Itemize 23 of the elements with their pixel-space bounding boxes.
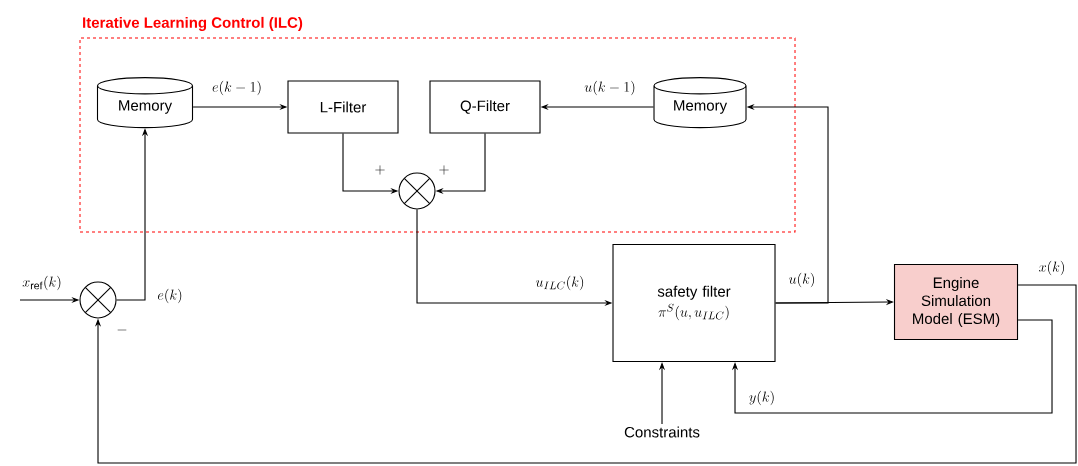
edge-label: $e(k)$ — [156, 287, 184, 305]
summing-junction — [79, 281, 117, 319]
edge-label: $+$ — [437, 164, 451, 176]
model-box: Engine Simulation Model (ESM) — [893, 263, 1019, 341]
edge-label: $y(k)$ — [747, 389, 777, 407]
memory-cylinder: Memory — [653, 77, 747, 129]
input-text: Constraints — [624, 426, 700, 438]
filter-box: L-Filter — [287, 80, 399, 134]
sign-label: $-$ — [117, 329, 127, 331]
node-label: Iterative Learning Control (ILC) — [83, 16, 303, 31]
arrow — [731, 319, 1053, 414]
edge-label: $x_{\mathrm{ref}}(k)$ — [21, 274, 63, 292]
edge-label: $+$ — [373, 164, 387, 176]
edge-label: $x(k)$ — [1037, 259, 1067, 277]
edge-label: $u(k)$ — [787, 271, 817, 289]
edge-label: $u_{ILC}(k)$ — [534, 274, 586, 292]
memory-cylinder: Memory — [96, 77, 194, 129]
arrow — [94, 284, 1077, 464]
edge-label: $u(k-1)$ — [583, 79, 637, 97]
edge-label: $e(k-1)$ — [211, 79, 263, 97]
summing-junction — [398, 172, 436, 210]
filter-box: Q-Filter — [429, 80, 541, 134]
safety-filter-box: safety filter $\pi^{S}(u,u_{ILC})$ — [612, 243, 776, 363]
